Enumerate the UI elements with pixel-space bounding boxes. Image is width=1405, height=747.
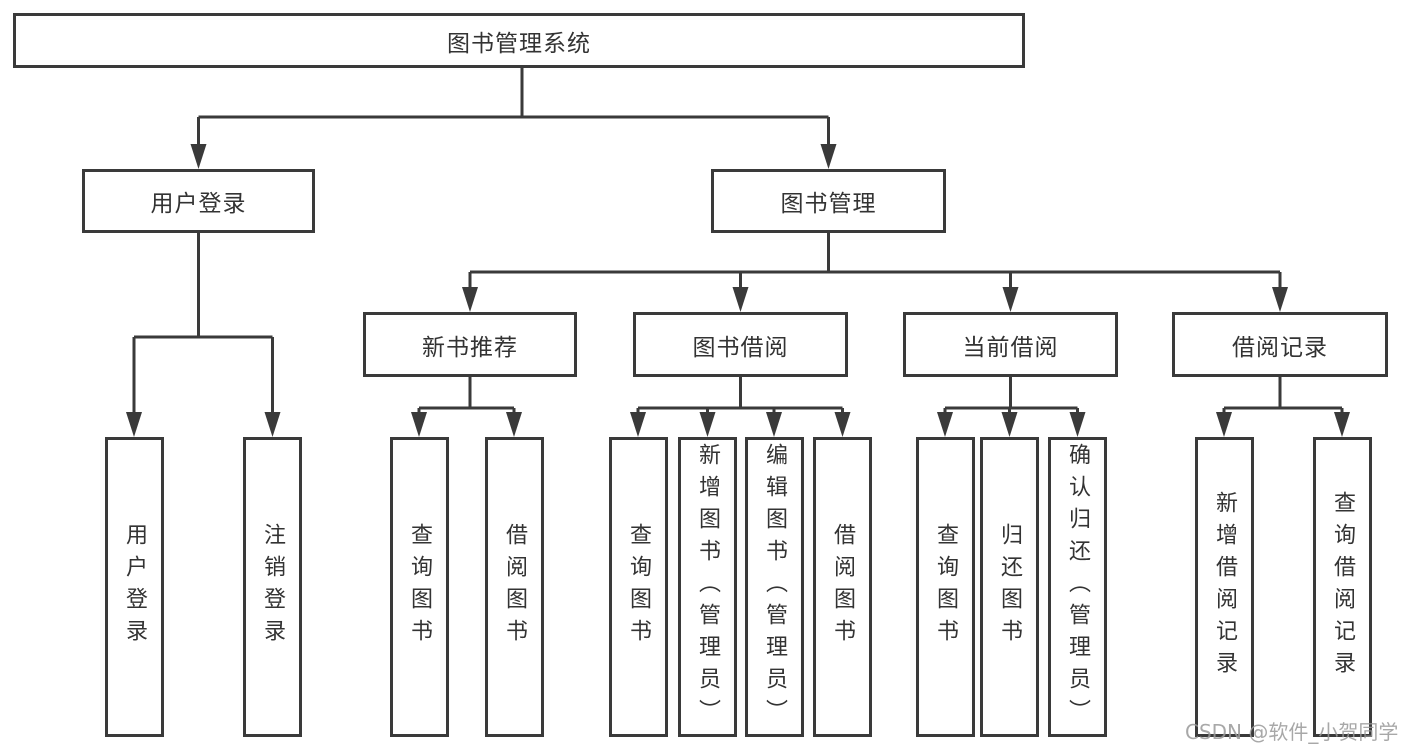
leaf-query-books-borrow-label: 查询图书 bbox=[626, 523, 651, 651]
connector-root-to-level2 bbox=[190, 68, 837, 169]
leaf-query-books-recommend-label: 查询图书 bbox=[407, 523, 432, 651]
leaf-add-book-admin-label: 新增图书（管理员） bbox=[695, 443, 720, 731]
leaf-logout: 注销登录 bbox=[243, 437, 302, 737]
leaf-user-login: 用户登录 bbox=[105, 437, 164, 737]
node-book-borrow: 图书借阅 bbox=[633, 312, 848, 377]
leaf-add-borrow-record: 新增借阅记录 bbox=[1195, 437, 1254, 737]
leaf-add-book-admin: 新增图书（管理员） bbox=[678, 437, 737, 737]
leaf-query-books-current-label: 查询图书 bbox=[933, 523, 958, 651]
leaf-confirm-return-admin-label: 确认归还（管理员） bbox=[1065, 443, 1090, 731]
connector-current-borrow-children bbox=[937, 377, 1086, 437]
leaf-edit-book-admin: 编辑图书（管理员） bbox=[745, 437, 804, 737]
leaf-query-books-current: 查询图书 bbox=[916, 437, 975, 737]
leaf-query-borrow-record-label: 查询借阅记录 bbox=[1330, 491, 1355, 683]
leaf-user-login-label: 用户登录 bbox=[122, 523, 147, 651]
connector-user-login-children bbox=[126, 233, 281, 437]
leaf-borrow-books-recommend: 借阅图书 bbox=[485, 437, 544, 737]
node-new-book-recommend: 新书推荐 bbox=[363, 312, 577, 377]
watermark-csdn: CSDN @软件_小贺同学 bbox=[1185, 720, 1399, 744]
connector-book-borrow-children bbox=[630, 377, 851, 437]
node-borrow-records: 借阅记录 bbox=[1172, 312, 1388, 377]
node-current-borrow: 当前借阅 bbox=[903, 312, 1118, 377]
node-library-system: 图书管理系统 bbox=[13, 13, 1025, 68]
leaf-query-books-recommend: 查询图书 bbox=[390, 437, 449, 737]
leaf-confirm-return-admin: 确认归还（管理员） bbox=[1048, 437, 1107, 737]
leaf-query-books-borrow: 查询图书 bbox=[609, 437, 668, 737]
leaf-return-book: 归还图书 bbox=[980, 437, 1039, 737]
leaf-return-book-label: 归还图书 bbox=[997, 523, 1022, 651]
node-user-login: 用户登录 bbox=[82, 169, 315, 233]
leaf-borrow-books-borrow: 借阅图书 bbox=[813, 437, 872, 737]
leaf-logout-label: 注销登录 bbox=[260, 523, 285, 651]
leaf-query-borrow-record: 查询借阅记录 bbox=[1313, 437, 1372, 737]
connector-book-mgmt-sections bbox=[462, 233, 1288, 312]
leaf-add-borrow-record-label: 新增借阅记录 bbox=[1212, 491, 1237, 683]
leaf-edit-book-admin-label: 编辑图书（管理员） bbox=[762, 443, 787, 731]
connector-new-book-children bbox=[411, 377, 522, 437]
leaf-borrow-books-recommend-label: 借阅图书 bbox=[502, 523, 527, 651]
leaf-borrow-books-borrow-label: 借阅图书 bbox=[830, 523, 855, 651]
connector-borrow-records-children bbox=[1216, 377, 1350, 437]
node-book-management: 图书管理 bbox=[711, 169, 946, 233]
